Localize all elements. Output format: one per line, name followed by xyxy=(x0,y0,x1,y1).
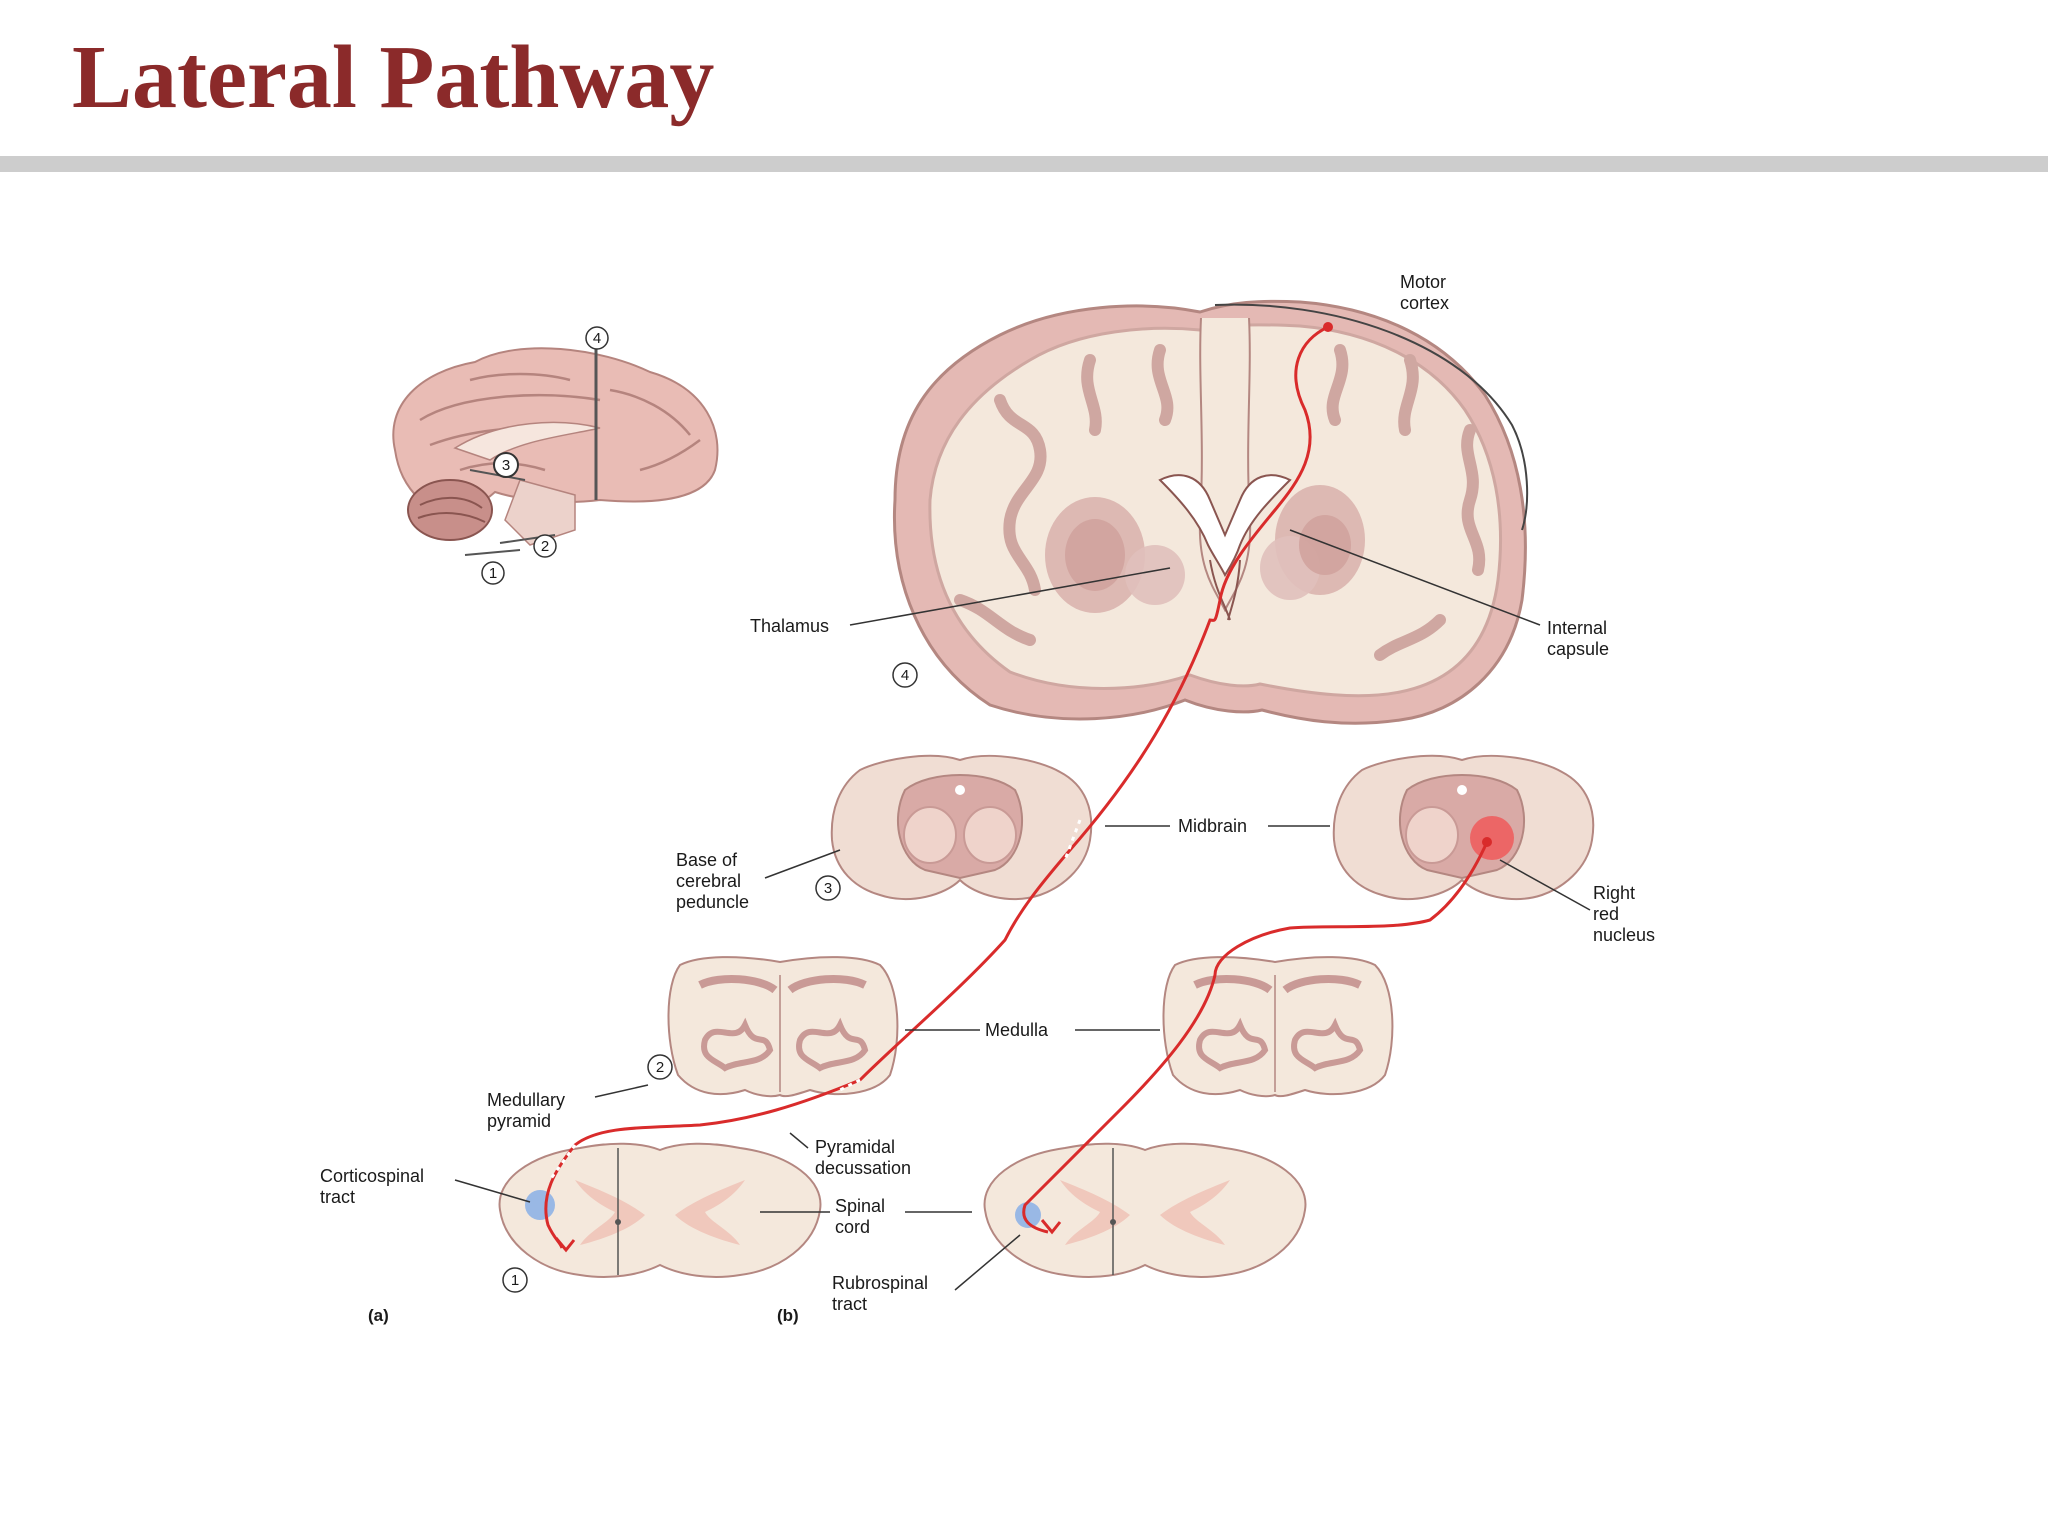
medulla-number-marker: 2 xyxy=(647,1054,673,1080)
spinal-number-1: 1 xyxy=(511,1272,519,1289)
medulla-number-2: 2 xyxy=(656,1059,664,1076)
rubrospinal-pathway xyxy=(1022,841,1489,1234)
midbrain-section-left xyxy=(830,754,1093,901)
right-red-nucleus-label: Right red nucleus xyxy=(1593,883,1655,945)
midbrain-number-marker: 3 xyxy=(815,875,841,901)
corticospinal-tract-label: Corticospinal tract xyxy=(320,1166,429,1207)
section-number-3-marker: 3 xyxy=(493,452,519,478)
coronal-brain-section xyxy=(892,299,1527,725)
spinal-cord-section-left xyxy=(498,1142,822,1278)
cerebral-peduncle-label: Base of cerebral peduncle xyxy=(676,850,749,912)
medulla-section-left xyxy=(667,956,899,1098)
title-divider xyxy=(0,156,2048,172)
slide-title: Lateral Pathway xyxy=(72,28,715,127)
figure-section-markers: 4 3 2 1 xyxy=(502,662,918,1293)
corticospinal-pathway xyxy=(544,325,1329,1249)
sagittal-section-markers: 4 3 2 1 xyxy=(481,326,609,585)
motor-cortex-label: Motor cortex xyxy=(1400,272,1451,313)
rubrospinal-tract-spot xyxy=(1015,1202,1041,1228)
midbrain-section-right xyxy=(1332,754,1595,901)
spinal-cord-section-right xyxy=(983,1142,1307,1278)
coronal-number-marker: 4 xyxy=(892,662,918,688)
coronal-number-4: 4 xyxy=(901,667,909,684)
motor-cortex-bracket xyxy=(1214,303,1529,531)
section-number-4: 4 xyxy=(593,330,601,347)
pyramidal-decussation-label: Pyramidal decussation xyxy=(815,1137,911,1178)
corticospinal-pathway-dashed xyxy=(548,819,1082,1181)
section-number-3: 3 xyxy=(502,457,510,474)
red-nucleus-neuron xyxy=(1482,837,1492,847)
motor-cortex-neuron xyxy=(1323,322,1333,332)
panel-a-label: (a) xyxy=(368,1306,389,1325)
medulla-section-right xyxy=(1162,956,1394,1098)
panel-b-label: (b) xyxy=(777,1306,799,1325)
corticospinal-tract-spot xyxy=(525,1190,555,1220)
medulla-label: Medulla xyxy=(985,1020,1049,1040)
section-number-1-marker: 1 xyxy=(481,561,505,585)
spinal-cord-label: Spinal cord xyxy=(835,1196,890,1237)
spinal-number-marker: 1 xyxy=(502,1267,528,1293)
corticospinal-terminal xyxy=(554,1237,576,1253)
section-number-2-marker: 2 xyxy=(533,534,557,558)
leader-lines xyxy=(454,529,1591,1291)
internal-capsule-label: Internal capsule xyxy=(1547,618,1612,659)
midbrain-label: Midbrain xyxy=(1178,816,1247,836)
section-number-2: 2 xyxy=(541,538,549,555)
right-red-nucleus xyxy=(1470,816,1514,860)
midbrain-number-3: 3 xyxy=(824,880,832,897)
medullary-pyramid-label: Medullary pyramid xyxy=(487,1090,570,1131)
section-number-4-marker: 4 xyxy=(585,326,609,350)
sagittal-brain-illustration xyxy=(392,332,719,556)
section-number-1: 1 xyxy=(489,565,497,582)
thalamus-label: Thalamus xyxy=(750,616,829,636)
rubrospinal-tract-label: Rubrospinal tract xyxy=(832,1273,933,1314)
rubrospinal-terminal xyxy=(1040,1219,1062,1235)
